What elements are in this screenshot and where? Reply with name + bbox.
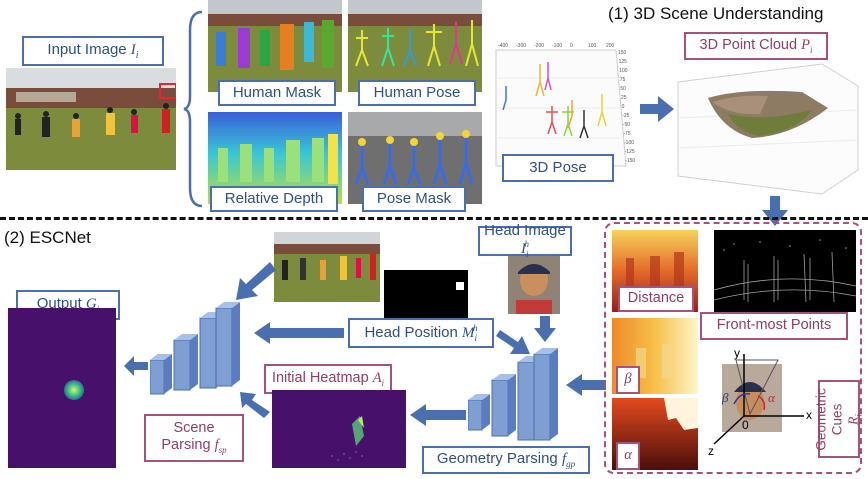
pose3d-y-tick: -25 [622,113,629,119]
point-cloud-plot [672,58,862,198]
section1-title: (1) 3D Scene Understanding [608,4,824,23]
origin-label: 0 [742,418,749,432]
arrow-head-image-to-geometry-net [534,316,556,342]
pose3d-y-tick: -50 [623,122,630,128]
axis-x-label: x [806,408,812,422]
pose3d-y-tick: -150 [625,158,635,164]
scene-parsing-network [150,302,240,395]
pose-3d-label: 3D Pose [502,154,614,182]
axis-y-label: y [734,346,740,360]
arrow-geometry-to-heatmap [410,404,466,426]
human-pose-label: Human Pose [358,80,476,106]
geometry-parsing-network [468,348,558,441]
grouping-brace [183,10,203,208]
pose3d-y-tick: 100 [619,68,628,74]
output-heatmap [8,308,116,468]
pose3d-x-tick: -400 [498,43,508,49]
arrow-head-position-to-scene-net [254,322,344,344]
axis-z-label: z [708,444,714,458]
axis-beta-label: β [722,390,729,405]
input-image-label: Input Image Ii [22,36,164,66]
arrow-to-point-cloud [640,96,674,122]
arrow-scene-image-to-net [236,262,276,300]
arrow-down-to-geometry [762,196,788,226]
pose3d-y-tick: 125 [619,59,628,65]
pose3d-y-tick: -75 [623,131,630,137]
geometric-cues-group [604,222,862,474]
front-most-points-label: Front-most Points [700,312,848,340]
initial-heatmap-image [272,390,406,468]
section2-title: (2) ESCNet [4,228,91,247]
distance-label: Distance [618,286,694,312]
head-image [508,256,560,314]
pose3d-y-tick: 0 [622,104,625,110]
initial-heatmap-label: Initial Heatmap Ai [264,364,392,394]
human-mask-image [208,0,342,92]
pose3d-x-tick: -100 [552,43,562,49]
arrow-head-position-to-geometry-net [496,330,530,354]
pose3d-y-tick: -125 [625,149,635,155]
front-most-points-map [714,230,856,312]
pose3d-x-tick: 100 [588,43,597,49]
coordinate-axes-diagram: y x z 0 β α [700,344,820,470]
pose3d-y-tick: 75 [620,77,626,83]
relative-depth-label: Relative Depth [210,186,338,212]
arrow-to-output [124,356,148,376]
pose3d-x-tick: -200 [534,43,544,49]
pose3d-x-tick: -300 [516,43,526,49]
geometric-cues-label: Geometric Geometric Cues Ri [814,380,864,458]
pose-3d-plot: -400 -300 -200 -100 0 100 200 150 125 100 75 50 25 0… [488,38,636,178]
beta-label: β [616,366,640,394]
pose3d-y-tick: 50 [620,86,626,92]
scene-image [274,232,380,302]
head-position-mask-image [384,270,468,322]
point-cloud-label: 3D Point Cloud Pi [684,32,828,60]
arrow-geometric-cues-to-geometry-net [566,374,606,396]
head-image-label: Head Image Iih [478,222,572,259]
geometry-parsing-label: Geometry Parsing fgp [422,446,590,474]
human-mask-label: Human Mask [218,80,336,106]
pose3d-y-tick: -100 [624,140,634,146]
head-position-label: Head Position Mih [348,318,494,348]
pose3d-x-tick: 0 [570,43,573,49]
pose-mask-label: Pose Mask [362,186,466,212]
human-pose-image [348,0,482,92]
scene-parsing-label: Scene Parsing fsp [144,414,244,462]
axis-alpha-label: α [768,390,775,405]
pose3d-y-tick: 25 [621,95,627,101]
alpha-label: α [616,442,640,470]
input-image [6,68,176,170]
pose3d-y-tick: 150 [618,50,627,56]
section-divider [0,217,868,220]
arrow-heatmap-to-scene-net [240,392,270,418]
pose3d-x-tick: 200 [606,43,615,49]
